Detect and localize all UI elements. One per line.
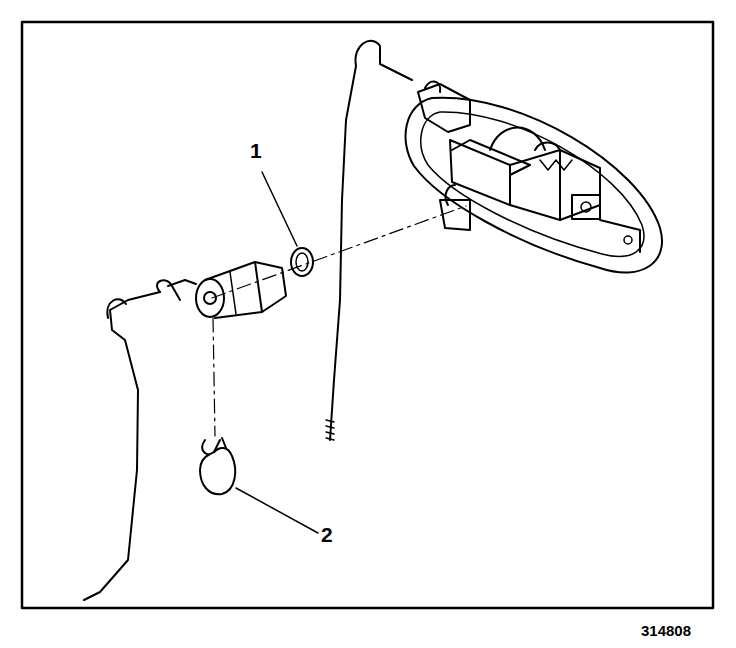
frame (22, 22, 713, 608)
leader-line (236, 488, 318, 533)
figure-number: 314808 (641, 623, 691, 638)
washer (291, 248, 313, 276)
leader-line (262, 172, 297, 246)
assembly-axis (213, 318, 215, 436)
assembly-axis (212, 206, 466, 298)
door-handle (406, 82, 663, 273)
callout-number: 1 (250, 140, 262, 161)
retaining-clip (200, 438, 235, 494)
lock-rod (326, 41, 412, 440)
lock-cylinder (168, 262, 286, 318)
callout-number: 2 (321, 524, 333, 545)
cylinder-rod (84, 280, 180, 600)
